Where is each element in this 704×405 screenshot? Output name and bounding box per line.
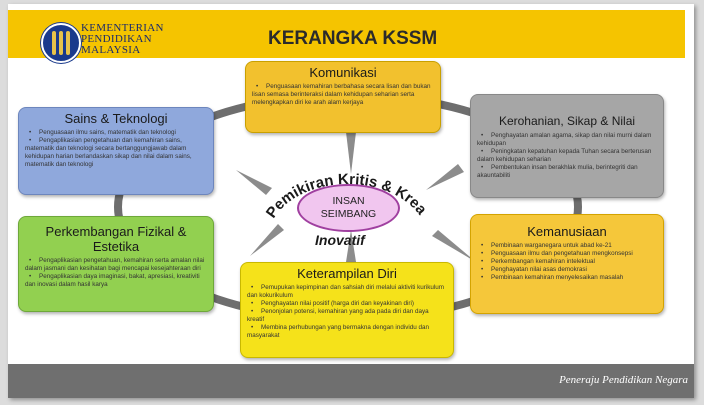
slide: KEMENTERIAN PENDIDIKAN MALAYSIA KERANGKA… <box>8 4 694 398</box>
ministry-line1: KEMENTERIAN <box>81 22 164 34</box>
arrow-kemanusiaan <box>432 230 476 262</box>
arrow-sains <box>236 170 272 195</box>
box-keterampilan-diri: Keterampilan Diri Pemupukan kepimpinan d… <box>240 262 454 358</box>
arrow-komunikasi <box>346 132 356 174</box>
komunikasi-item: Penguasaan kemahiran berbahasa secara li… <box>252 83 434 107</box>
kemanusiaan-title: Kemanusiaan <box>527 224 607 239</box>
arrow-kerohanian <box>426 164 464 190</box>
header-bar: KEMENTERIAN PENDIDIKAN MALAYSIA KERANGKA… <box>8 10 685 63</box>
fizikal-item: Pengaplikasian daya imaginasi, bakat, ap… <box>25 273 207 289</box>
kemanusiaan-item: Pembinaan warganegara untuk abad ke-21 <box>477 242 657 250</box>
fizikal-title-line2: Estetika <box>92 239 140 254</box>
kerohanian-title: Kerohanian, Sikap & Nilai <box>498 114 636 128</box>
kerohanian-item: Peningkatan kepatuhan kepada Tuhan secar… <box>477 148 657 164</box>
center-line2: SEIMBANG <box>320 208 377 220</box>
kerohanian-item: Penghayatan amalan agama, sikap dan nila… <box>477 132 657 148</box>
fizikal-title-line1: Perkembangan Fizikal & <box>45 224 187 239</box>
sains-item: Penguasaan ilmu sains, matematik dan tek… <box>25 129 207 137</box>
keterampilan-item: Penghayatan nilai positif (harga diri da… <box>247 300 447 308</box>
keterampilan-item: Pemupukan kepimpinan dan sahsiah diri me… <box>247 284 447 300</box>
center-insan-seimbang: INSAN SEIMBANG <box>297 184 400 232</box>
kemanusiaan-item: Pembinaan kemahiran menyelesaikan masala… <box>477 274 657 282</box>
arrow-keterampilan <box>346 230 356 262</box>
fizikal-item: Pengaplikasian pengetahuan, kemahiran se… <box>25 257 207 273</box>
kemanusiaan-item: Perkembangan kemahiran intelektual <box>477 258 657 266</box>
keterampilan-title: Keterampilan Diri <box>297 266 397 281</box>
kerohanian-item: Pembentukan insan berakhlak mulia, berin… <box>477 164 657 180</box>
ministry-line2: PENDIDIKAN <box>81 33 152 45</box>
kemanusiaan-item: Penghayatan nilai asas demokrasi <box>477 266 657 274</box>
ministry-name: KEMENTERIAN PENDIDIKAN MALAYSIA <box>81 23 164 56</box>
ministry-line3: MALAYSIA <box>81 44 141 56</box>
ministry-logo-icon <box>41 23 81 63</box>
center-line1: INSAN <box>332 195 365 207</box>
sains-item: Pengaplikasian pengetahuan dan kemahiran… <box>25 137 207 169</box>
page-title: KERANGKA KSSM <box>268 28 438 49</box>
footer-bar: Peneraju Pendidikan Negara <box>8 364 694 398</box>
inovatif-label: Inovatif <box>315 232 365 248</box>
footer-slogan: Peneraju Pendidikan Negara <box>559 374 688 386</box>
fizikal-title: Perkembangan Fizikal & Estetika <box>25 224 207 254</box>
box-kemanusiaan: Kemanusiaan Pembinaan warganegara untuk … <box>470 214 664 314</box>
box-fizikal-estetika: Perkembangan Fizikal & Estetika Pengapli… <box>18 216 214 312</box>
kemanusiaan-item: Penguasaan ilmu dan pengetahuan mengkons… <box>477 250 657 258</box>
sains-title: Sains & Teknologi <box>64 111 168 126</box>
arrow-fizikal <box>250 224 284 256</box>
keterampilan-item: Membina perhubungan yang bermakna dengan… <box>247 324 447 340</box>
box-komunikasi: Komunikasi Penguasaan kemahiran berbahas… <box>245 61 441 133</box>
box-kerohanian: Kerohanian, Sikap & Nilai Penghayatan am… <box>470 94 664 198</box>
box-sains-teknologi: Sains & Teknologi Penguasaan ilmu sains,… <box>18 107 214 195</box>
keterampilan-item: Penonjolan potensi, kemahiran yang ada p… <box>247 308 447 324</box>
komunikasi-title: Komunikasi <box>309 65 377 80</box>
